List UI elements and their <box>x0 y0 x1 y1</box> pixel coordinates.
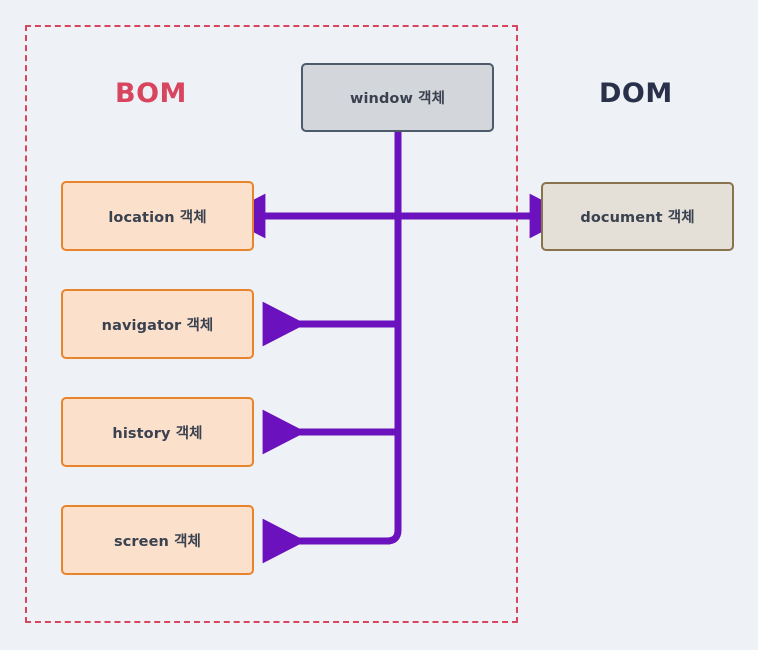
section-label-bom: BOM <box>115 78 187 109</box>
node-window[interactable]: window 객체 <box>301 63 494 132</box>
bom-region-boundary <box>25 25 518 623</box>
node-location[interactable]: location 객체 <box>61 181 254 251</box>
section-label-dom: DOM <box>599 78 673 109</box>
node-history[interactable]: history 객체 <box>61 397 254 467</box>
node-document[interactable]: document 객체 <box>541 182 734 251</box>
node-navigator[interactable]: navigator 객체 <box>61 289 254 359</box>
node-screen[interactable]: screen 객체 <box>61 505 254 575</box>
